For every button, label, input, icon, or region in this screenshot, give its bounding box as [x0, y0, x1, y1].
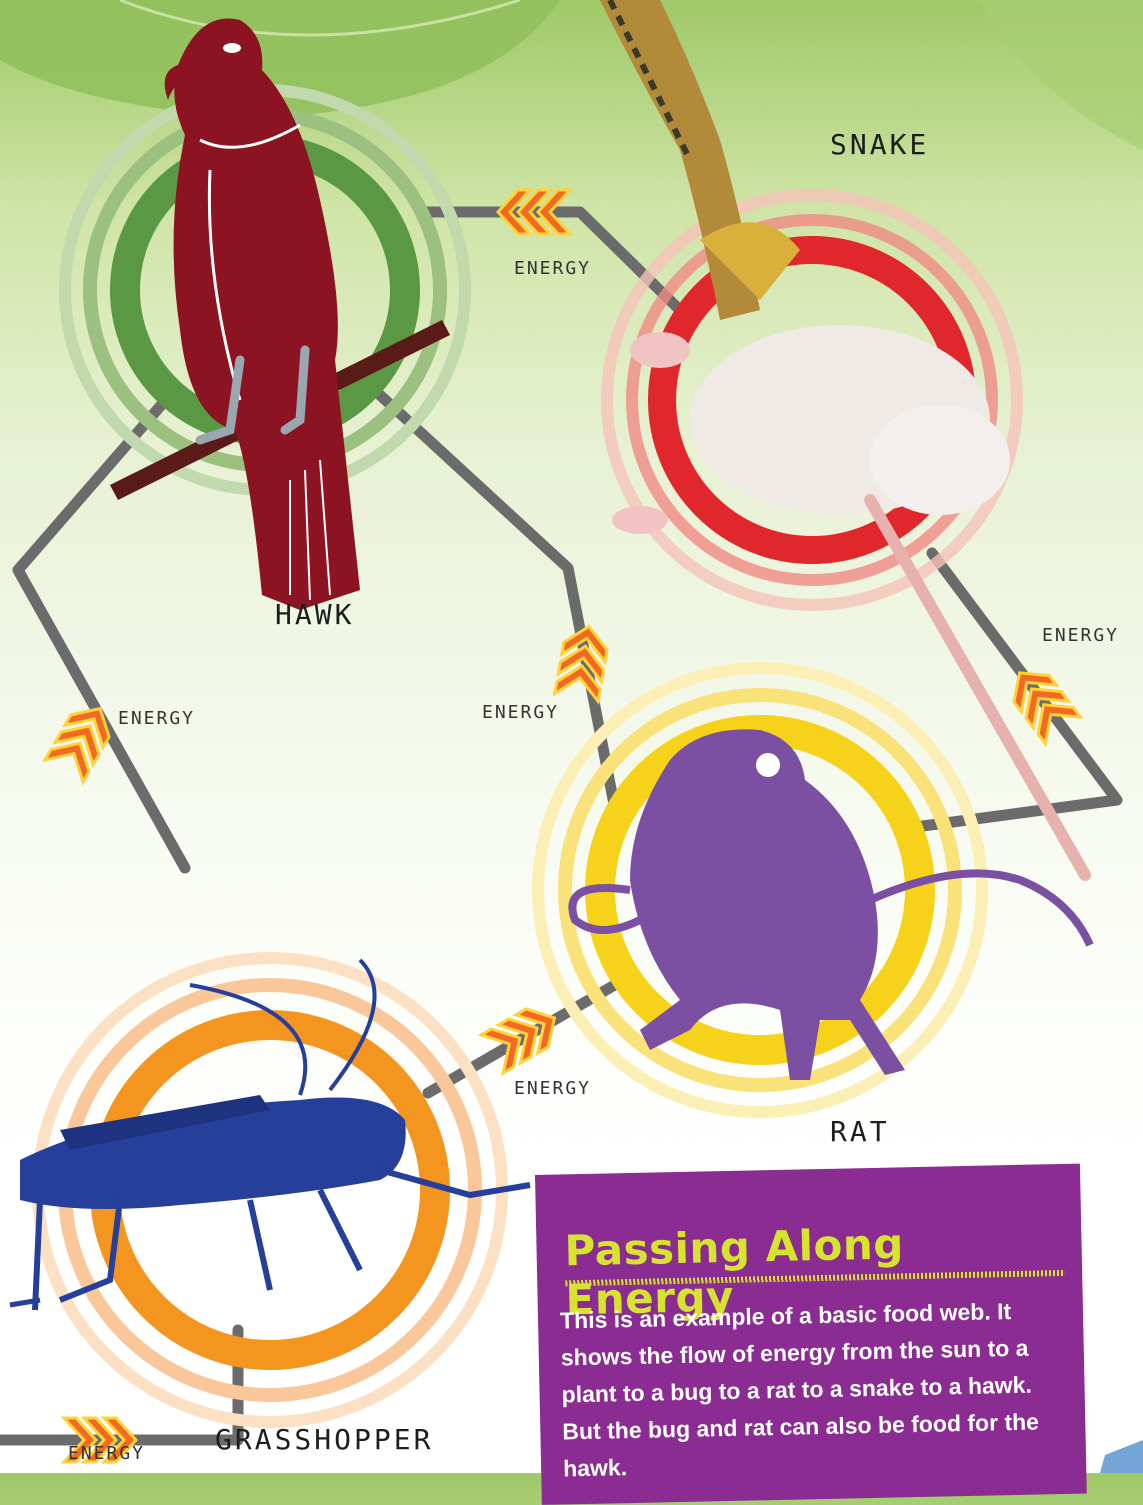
grasshopper-label: GRASSHOPPER — [215, 1423, 433, 1456]
energy-label-rat-to-snake: ENERGY — [1042, 625, 1119, 646]
energy-label-plant-to-grasshopper: ENERGY — [68, 1443, 145, 1464]
energy-arrow-grasshopper-to-hawk — [45, 698, 119, 782]
rat-label: RAT — [830, 1115, 890, 1148]
grasshopper-node — [10, 958, 530, 1422]
energy-label-rat-to-hawk: ENERGY — [482, 702, 559, 723]
info-box: Passing Along Energy This is an example … — [535, 1164, 1087, 1505]
info-box-text: This is an example of a basic food web. … — [560, 1292, 1064, 1487]
corner-splash — [1100, 1440, 1143, 1473]
grasshopper-icon — [10, 960, 530, 1310]
energy-label-grasshopper-to-hawk: ENERGY — [118, 708, 195, 729]
hawk-node — [65, 18, 465, 610]
energy-label-grasshopper-to-rat: ENERGY — [514, 1078, 591, 1099]
energy-label-snake-to-hawk: ENERGY — [514, 258, 591, 279]
snake-icon — [600, 0, 800, 320]
hawk-label: HAWK — [275, 598, 354, 631]
snake-label: SNAKE — [830, 128, 929, 161]
